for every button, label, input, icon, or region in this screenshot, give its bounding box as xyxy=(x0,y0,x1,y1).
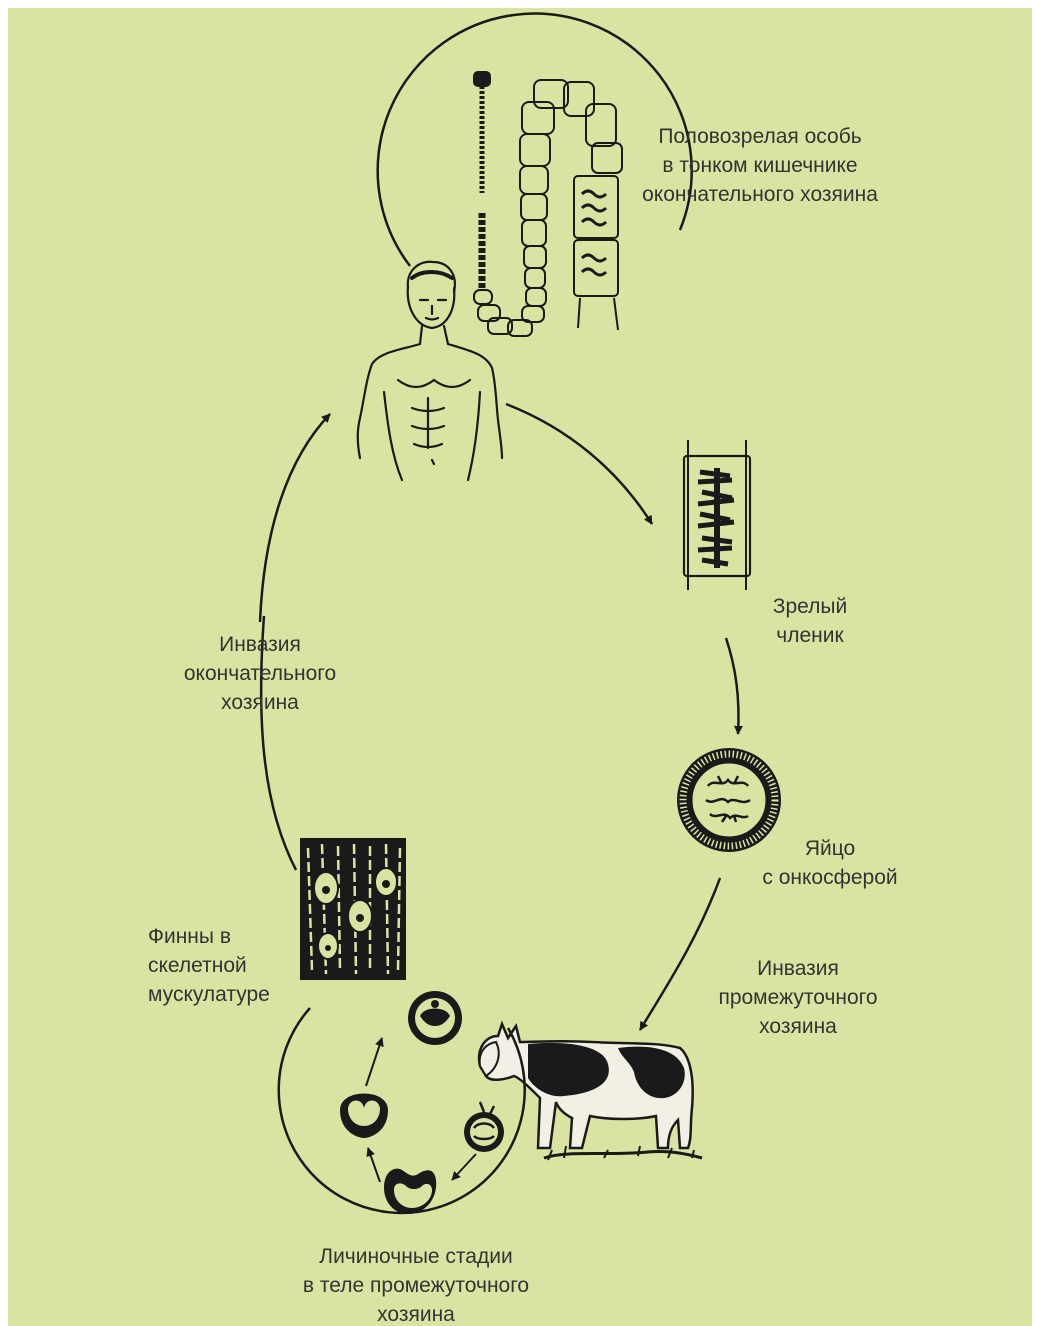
arrow-invasion-definitive xyxy=(260,414,330,622)
larva-stage-icon xyxy=(384,1169,436,1214)
larva-stage-icon xyxy=(408,991,462,1045)
larva-stage-icon xyxy=(340,1094,388,1139)
larval-stages-circle xyxy=(279,991,525,1214)
label-egg: Яйцо с онкосферой xyxy=(730,834,930,892)
human-host-icon xyxy=(358,262,502,480)
label-larval-stages: Личиночные стадии в теле промежуточного … xyxy=(276,1242,556,1326)
label-invasion-intermediate: Инвазия промежуточного хозяина xyxy=(688,954,908,1041)
tapeworm-strobila-icon xyxy=(474,72,622,336)
lifecycle-diagram: Половозрелая особь в тонком кишечнике ок… xyxy=(8,8,1032,1326)
mature-proglottid-icon xyxy=(684,440,750,590)
label-proglottid: Зрелый членик xyxy=(748,592,872,650)
arrow-proglottid-to-egg xyxy=(726,638,739,734)
muscle-cysticerci-icon xyxy=(300,838,406,980)
label-invasion-definitive: Инвазия окончательного хозяина xyxy=(160,630,360,717)
label-adult: Половозрелая особь в тонком кишечнике ок… xyxy=(610,122,910,209)
label-cysticerci: Финны в скелетной мускулатуре xyxy=(148,922,298,1009)
arrow-human-to-proglottid xyxy=(506,404,652,524)
cow-host-icon xyxy=(479,1024,702,1160)
larva-stage-icon xyxy=(464,1102,504,1152)
